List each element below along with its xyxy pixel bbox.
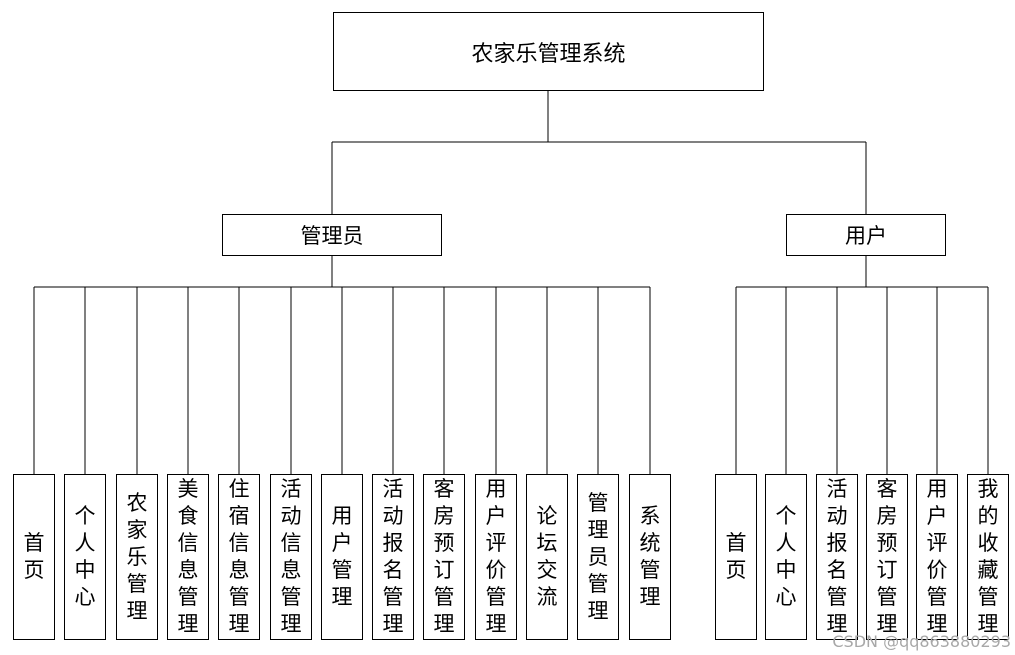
module-node-user: 客房预订管理 <box>866 474 908 640</box>
module-node-admin: 用户管理 <box>321 474 363 640</box>
module-node-label: 客房预订管理 <box>433 477 455 636</box>
module-node-admin: 用户评价管理 <box>475 474 517 640</box>
module-node-user: 我的收藏管理 <box>967 474 1009 640</box>
role-node-admin: 管理员 <box>222 214 442 256</box>
module-node-user: 活动报名管理 <box>816 474 858 640</box>
root-node: 农家乐管理系统 <box>333 12 764 91</box>
module-node-label: 用户评价管理 <box>485 477 507 636</box>
module-node-label: 个人中心 <box>74 504 96 609</box>
module-node-admin: 农家乐管理 <box>116 474 158 640</box>
module-node-label: 活动报名管理 <box>382 477 404 636</box>
module-node-admin: 住宿信息管理 <box>218 474 260 640</box>
module-node-label: 论坛交流 <box>536 504 558 609</box>
role-node-user-label: 用户 <box>845 224 887 248</box>
root-node-label: 农家乐管理系统 <box>471 41 626 67</box>
module-node-admin: 管理员管理 <box>577 474 619 640</box>
module-node-label: 个人中心 <box>775 504 797 609</box>
module-node-user: 首页 <box>715 474 757 640</box>
module-node-admin: 活动信息管理 <box>270 474 312 640</box>
module-node-label: 首页 <box>23 531 45 582</box>
module-node-user: 个人中心 <box>765 474 807 640</box>
role-node-admin-label: 管理员 <box>300 224 364 248</box>
module-node-admin: 活动报名管理 <box>372 474 414 640</box>
module-node-admin: 客房预订管理 <box>423 474 465 640</box>
module-node-admin: 论坛交流 <box>526 474 568 640</box>
module-node-label: 活动信息管理 <box>280 477 302 636</box>
module-node-admin: 系统管理 <box>629 474 671 640</box>
module-node-admin: 首页 <box>13 474 55 640</box>
module-node-label: 住宿信息管理 <box>228 477 250 636</box>
module-node-label: 活动报名管理 <box>826 477 848 636</box>
module-node-admin: 个人中心 <box>64 474 106 640</box>
module-node-user: 用户评价管理 <box>916 474 958 640</box>
watermark: CSDN @qq863880293 <box>832 632 1011 651</box>
module-node-label: 农家乐管理 <box>126 490 148 623</box>
module-node-label: 客房预订管理 <box>876 477 898 636</box>
module-node-label: 用户管理 <box>331 504 353 609</box>
module-node-admin: 美食信息管理 <box>167 474 209 640</box>
role-node-user: 用户 <box>786 214 946 256</box>
module-node-label: 我的收藏管理 <box>977 477 999 636</box>
module-node-label: 系统管理 <box>639 504 661 609</box>
module-node-label: 管理员管理 <box>587 490 609 623</box>
module-node-label: 用户评价管理 <box>926 477 948 636</box>
module-node-label: 首页 <box>725 531 747 582</box>
module-node-label: 美食信息管理 <box>177 477 199 636</box>
